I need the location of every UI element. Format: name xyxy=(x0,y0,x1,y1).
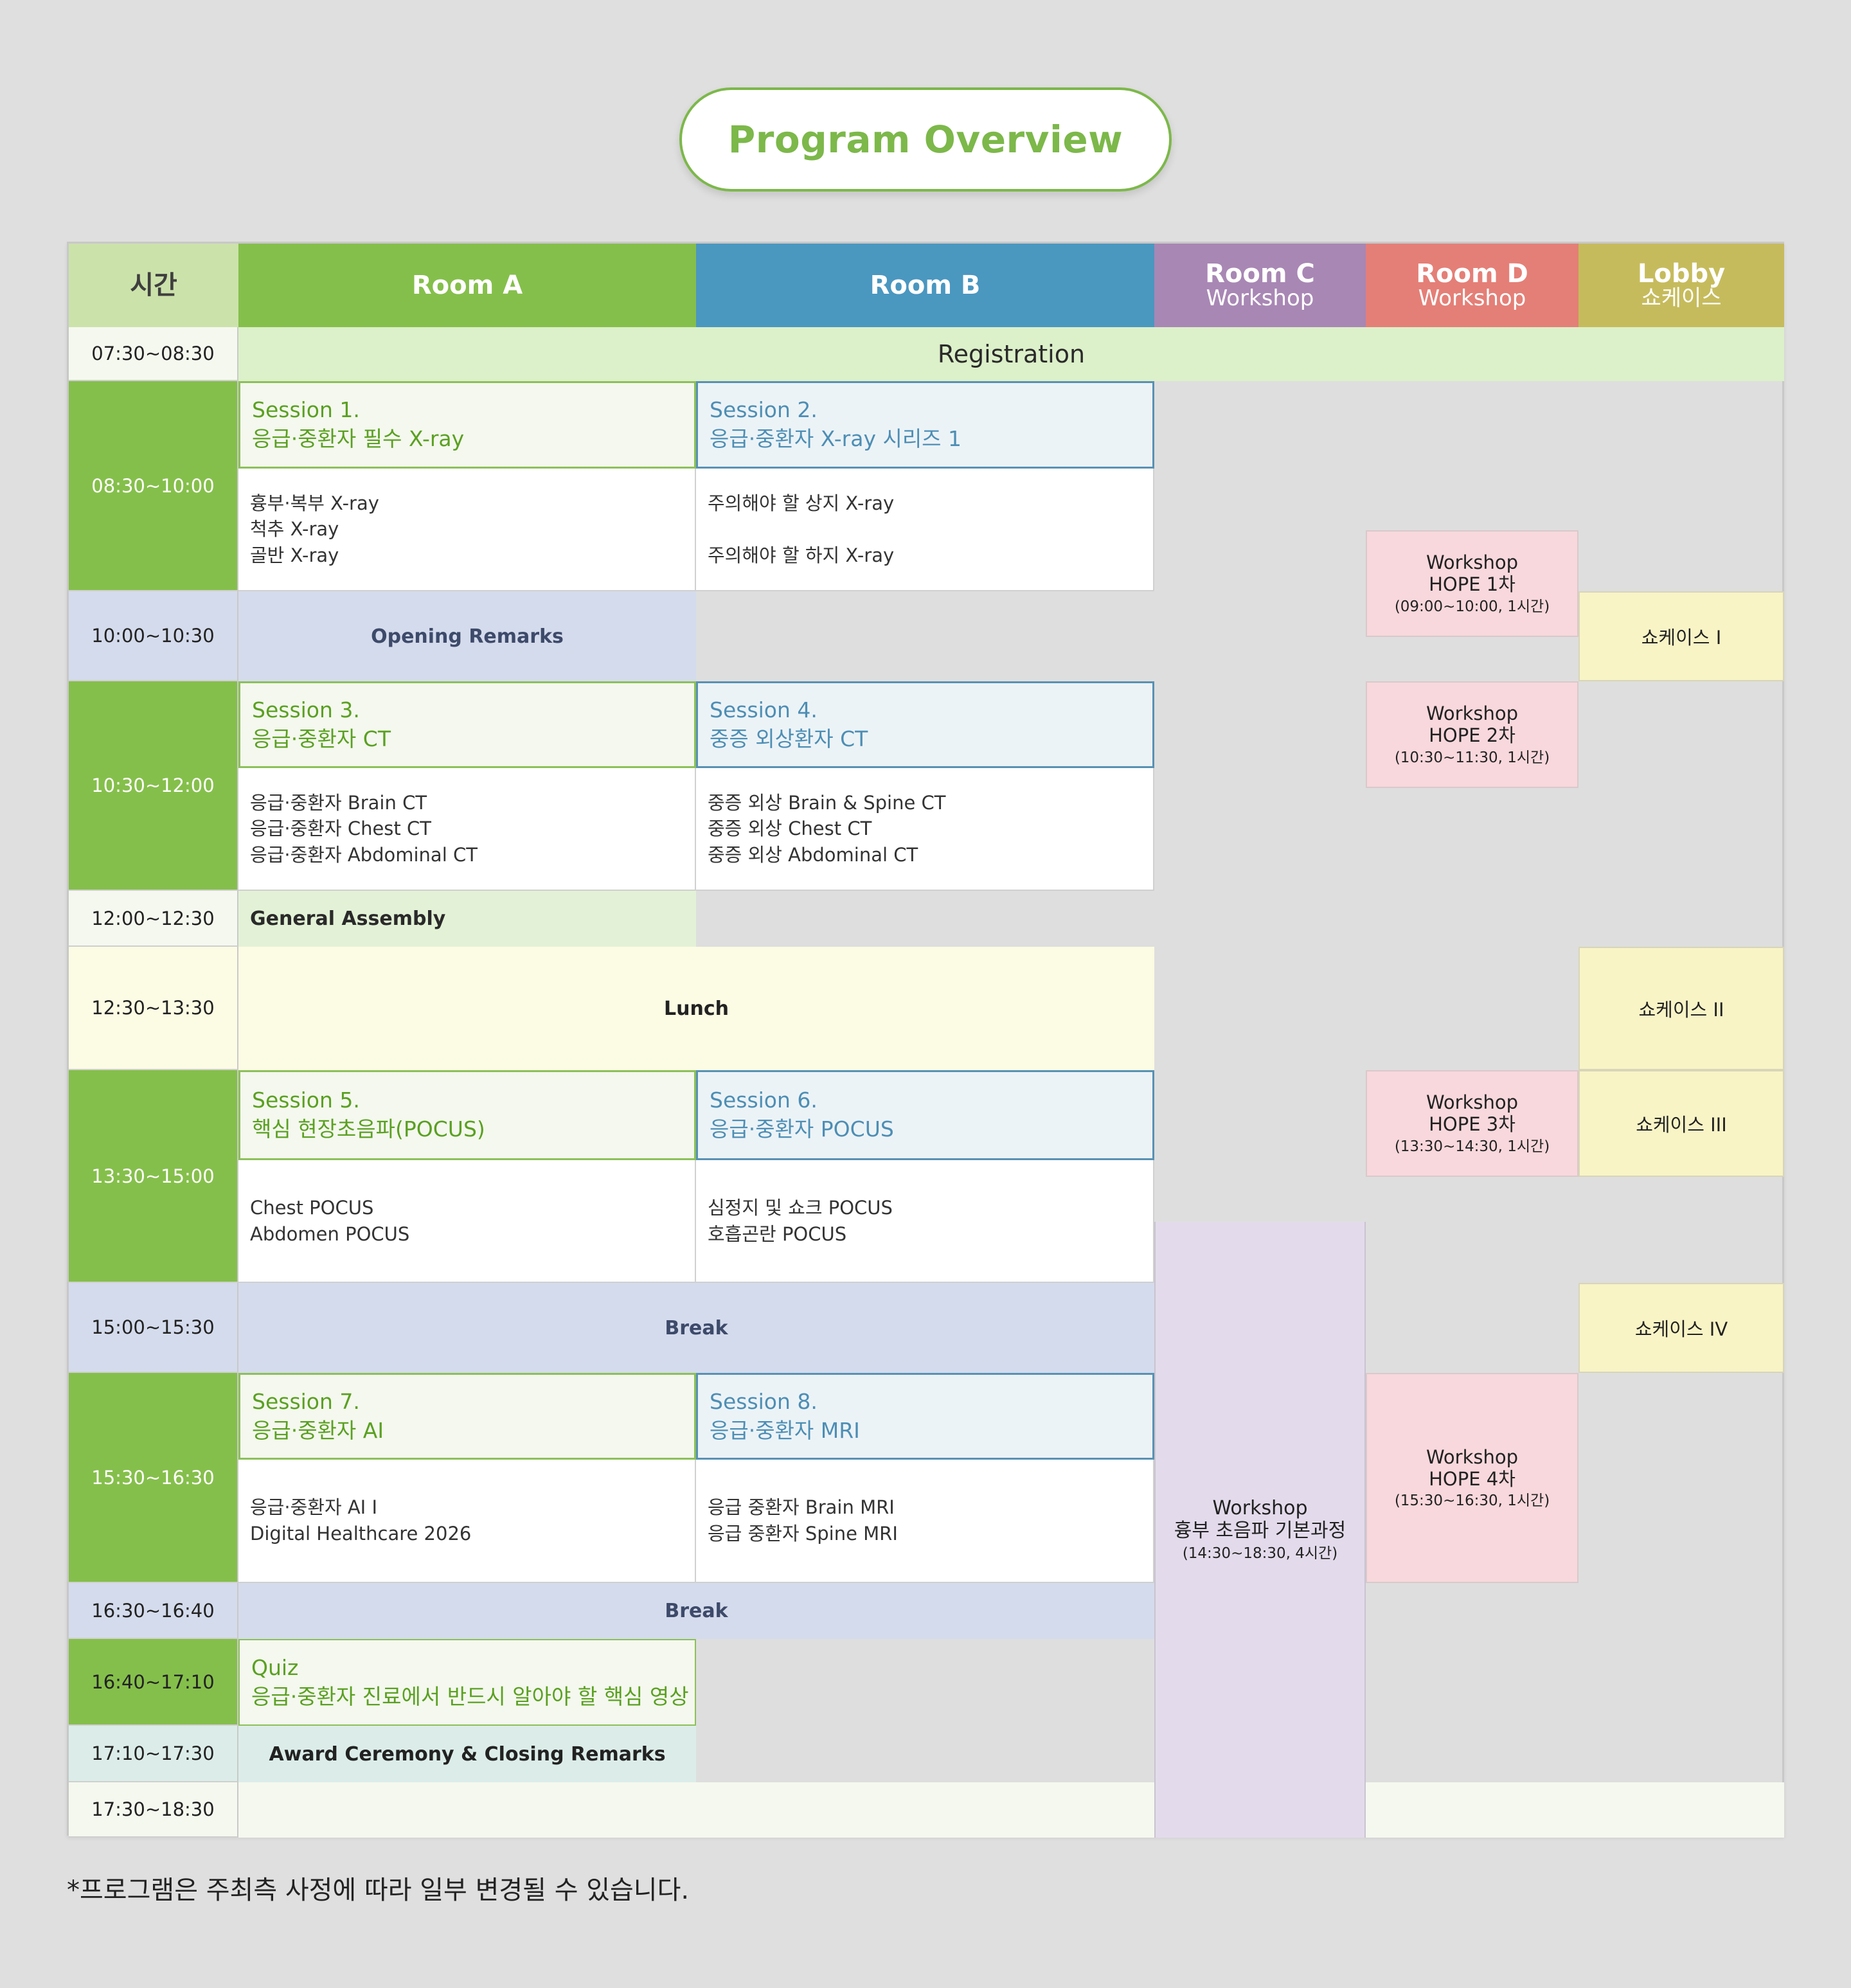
time-slot: 10:30~12:00 xyxy=(69,681,238,891)
header-room-b-label: Room B xyxy=(870,271,981,300)
header-lobby-sub: 쇼케이스 xyxy=(1641,285,1722,312)
header-room-c-label: Room C xyxy=(1205,259,1315,289)
registration-label: Registration xyxy=(937,340,1086,368)
header-room-d-label: Room D xyxy=(1416,259,1528,289)
session-4-title[interactable]: Session 4.중증 외상환자 CT xyxy=(696,681,1154,768)
header-room-a: Room A xyxy=(238,244,696,327)
empty-slot xyxy=(1366,1782,1784,1838)
showcase-4[interactable]: 쇼케이스 IV xyxy=(1578,1283,1784,1373)
header-lobby: Lobby 쇼케이스 xyxy=(1578,244,1784,327)
session-6-title[interactable]: Session 6.응급·중환자 POCUS xyxy=(696,1070,1154,1160)
time-slot: 17:30~18:30 xyxy=(69,1782,238,1838)
showcase-2[interactable]: 쇼케이스 II xyxy=(1578,947,1784,1070)
award-closing: Award Ceremony & Closing Remarks xyxy=(238,1726,696,1782)
time-slot: 12:30~13:30 xyxy=(69,947,238,1070)
time-slot: 07:30~08:30 xyxy=(69,327,238,381)
showcase-1[interactable]: 쇼케이스 I xyxy=(1578,591,1784,681)
time-slot: 15:00~15:30 xyxy=(69,1283,238,1373)
header-time-label: 시간 xyxy=(130,271,177,300)
registration-bar: Registration xyxy=(238,327,1784,381)
header-room-c: Room C Workshop xyxy=(1154,244,1366,327)
page-title: Program Overview xyxy=(728,118,1123,161)
time-slot: 08:30~10:00 xyxy=(69,381,238,591)
time-slot: 17:10~17:30 xyxy=(69,1726,238,1782)
opening-remarks: Opening Remarks xyxy=(238,591,696,681)
showcase-3[interactable]: 쇼케이스 III xyxy=(1578,1070,1784,1177)
session-1-title[interactable]: Session 1.응급·중환자 필수 X-ray xyxy=(238,381,696,469)
session-5-title[interactable]: Session 5.핵심 현장초음파(POCUS) xyxy=(238,1070,696,1160)
session-2-title[interactable]: Session 2.응급·중환자 X-ray 시리즈 1 xyxy=(696,381,1154,469)
header-room-a-label: Room A xyxy=(411,271,523,300)
header-room-b: Room B xyxy=(696,244,1154,327)
break-2: Break xyxy=(238,1583,1154,1639)
lunch: Lunch xyxy=(238,947,1154,1070)
time-slot: 12:00~12:30 xyxy=(69,891,238,947)
header-room-c-sub: Workshop xyxy=(1206,285,1314,312)
session-3-title[interactable]: Session 3.응급·중환자 CT xyxy=(238,681,696,768)
header-room-d: Room D Workshop xyxy=(1366,244,1578,327)
header-lobby-label: Lobby xyxy=(1637,259,1726,289)
time-slot: 16:30~16:40 xyxy=(69,1583,238,1639)
session-7-title[interactable]: Session 7.응급·중환자 AI xyxy=(238,1373,696,1460)
header-time: 시간 xyxy=(69,244,238,327)
break-1: Break xyxy=(238,1283,1154,1373)
time-slot: 13:30~15:00 xyxy=(69,1070,238,1283)
time-slot: 16:40~17:10 xyxy=(69,1639,238,1726)
program-table: 시간 Room A Room B Room C Workshop Room D … xyxy=(67,242,1784,1838)
footnote: *프로그램은 주최측 사정에 따라 일부 변경될 수 있습니다. xyxy=(67,1876,690,1905)
page-title-pill: Program Overview xyxy=(679,87,1172,192)
time-slot: 10:00~10:30 xyxy=(69,591,238,681)
workshop-room-c[interactable]: Workshop 흉부 초음파 기본과정 (14:30~18:30, 4시간) xyxy=(1154,1222,1366,1838)
header-room-d-sub: Workshop xyxy=(1418,285,1526,312)
empty-slot xyxy=(238,1782,1154,1838)
time-slot: 15:30~16:30 xyxy=(69,1373,238,1583)
session-8-title[interactable]: Session 8.응급·중환자 MRI xyxy=(696,1373,1154,1460)
general-assembly: General Assembly xyxy=(238,891,696,947)
